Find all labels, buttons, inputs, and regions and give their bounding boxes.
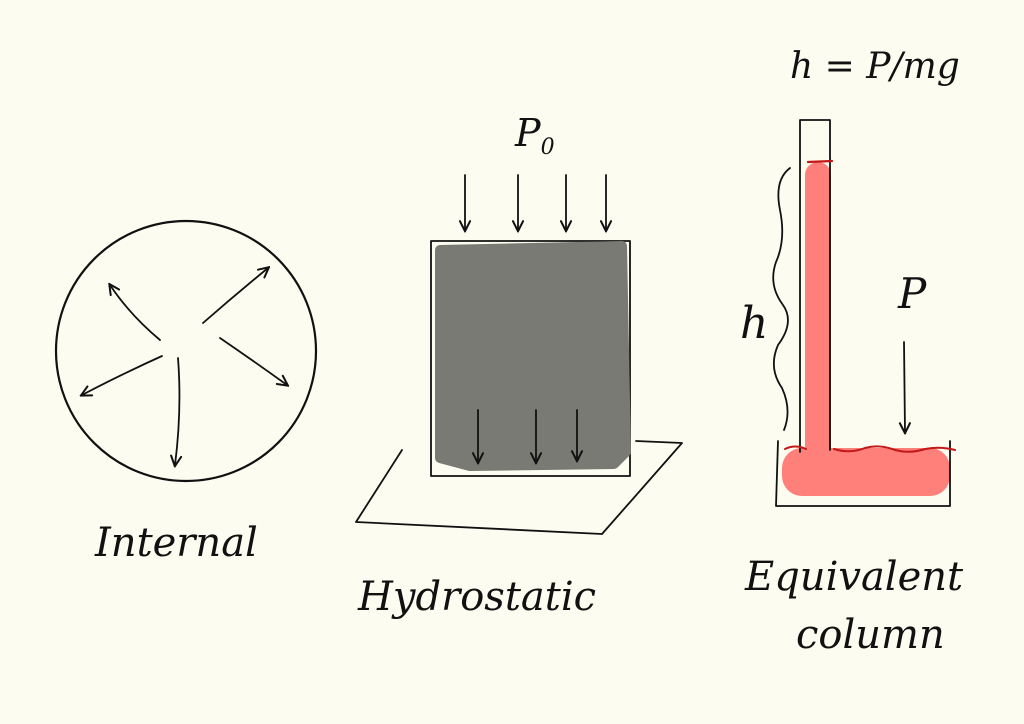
column-label: column	[796, 612, 945, 658]
p0-label: P0	[514, 111, 555, 160]
hydrostatic-pressure-diagram: P0 Hydrostatic	[355, 111, 683, 620]
reservoir	[775, 440, 951, 507]
height-label: h	[740, 298, 768, 349]
equivalent-label: Equivalent	[744, 554, 964, 600]
equivalent-column-diagram: h = P/mg h P Equivalent column	[740, 46, 964, 658]
column-tube	[799, 119, 831, 453]
fluid-block	[435, 241, 631, 471]
column-fluid	[782, 162, 950, 496]
arrow-up-right	[202, 268, 268, 324]
reservoir-surface	[784, 445, 956, 453]
fluid-arrows	[478, 409, 577, 462]
p0-arrows	[465, 174, 606, 230]
internal-label: Internal	[94, 520, 258, 566]
pressure-label: P	[897, 269, 927, 318]
arrow-down	[175, 357, 179, 465]
pressure-arrow	[904, 341, 905, 432]
height-brace	[772, 167, 791, 431]
height-formula-label: h = P/mg	[790, 46, 960, 87]
column-top-surface	[806, 159, 834, 164]
internal-circle	[54, 219, 318, 483]
arrow-up-left	[110, 285, 161, 341]
hydrostatic-label: Hydrostatic	[357, 574, 596, 620]
arrow-left	[82, 355, 163, 395]
internal-pressure-diagram: Internal	[54, 219, 318, 566]
ground-plate	[355, 440, 683, 535]
internal-arrows	[82, 268, 287, 465]
arrow-right	[219, 337, 287, 385]
fluid-container	[430, 240, 631, 477]
